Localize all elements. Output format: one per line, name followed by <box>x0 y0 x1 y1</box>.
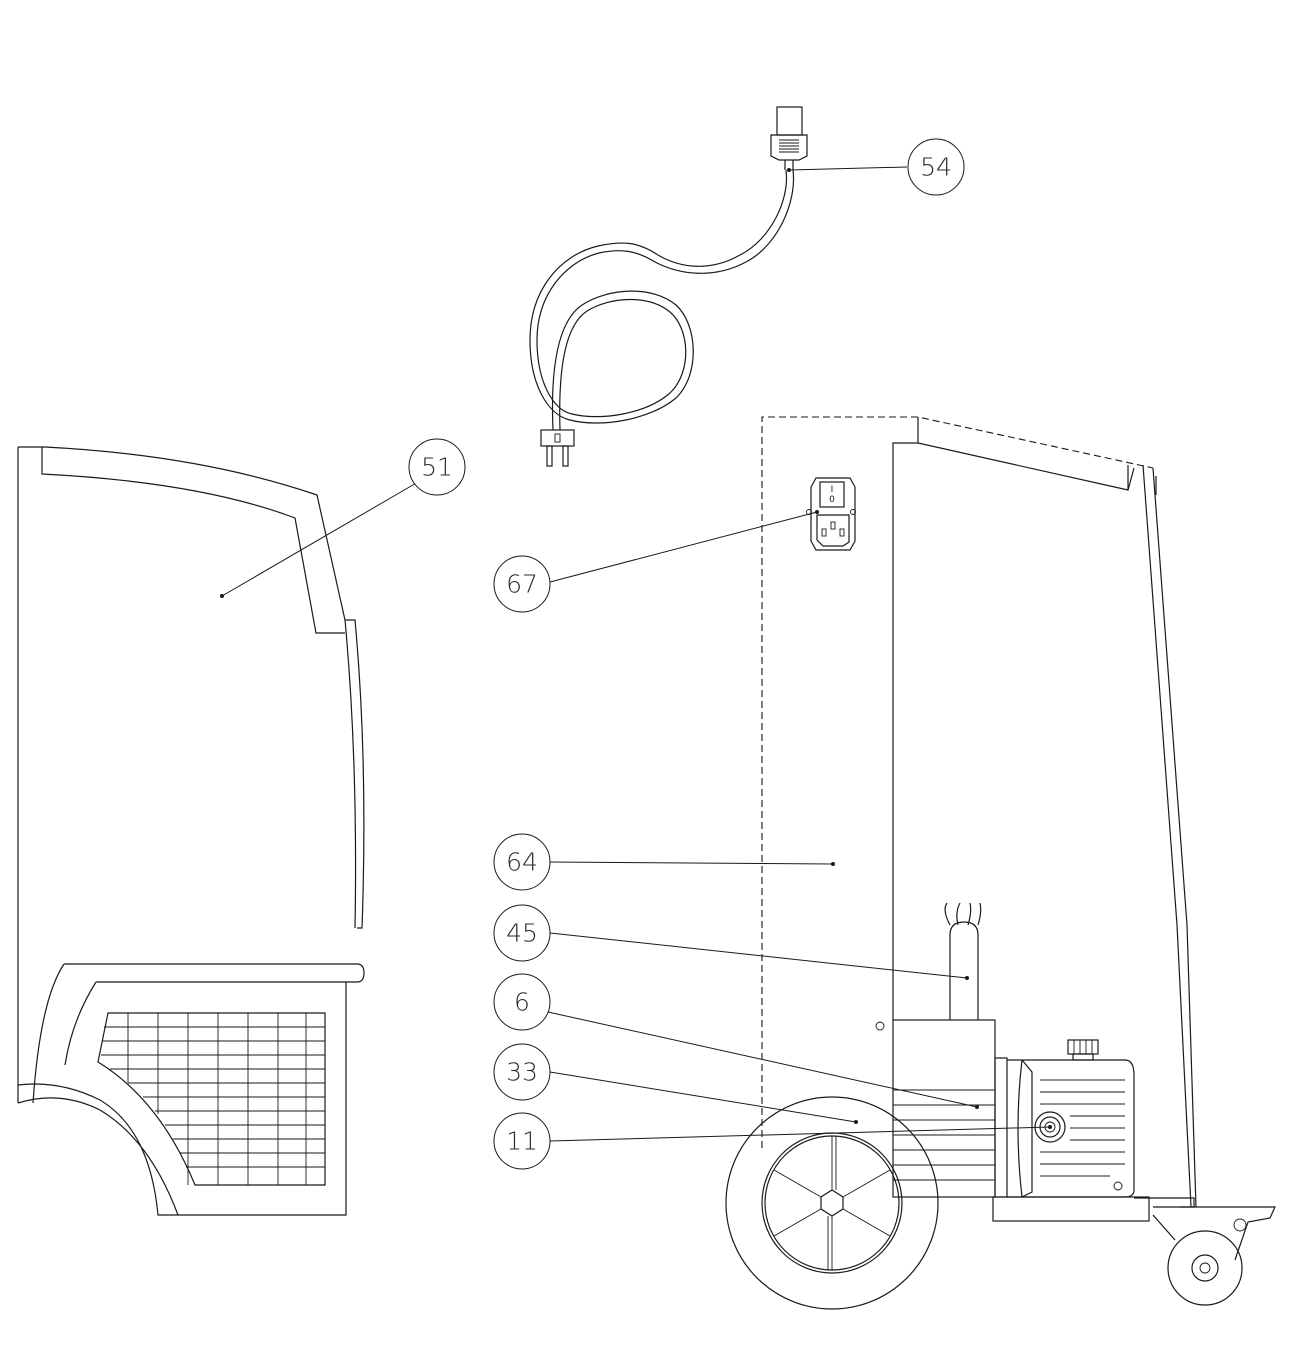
rear-wheel <box>725 1096 939 1310</box>
callout-54-label: 54 <box>920 153 952 182</box>
side-panel <box>17 446 365 1216</box>
callout-11: 11 <box>493 1112 551 1170</box>
main-unit: I 0 <box>725 416 1276 1310</box>
callout-6-label: 6 <box>514 988 530 1017</box>
caster-wheel <box>1152 1206 1276 1306</box>
motor <box>892 1019 1008 1198</box>
vacuum-pump <box>1007 1039 1135 1198</box>
callout-54: 54 <box>907 138 965 196</box>
callout-64: 64 <box>493 833 551 891</box>
callout-67-label: 67 <box>506 570 538 599</box>
switch-off-mark: 0 <box>829 495 835 505</box>
power-cord <box>529 106 808 467</box>
callout-11-label: 11 <box>506 1127 538 1156</box>
callout-33-label: 33 <box>506 1058 538 1087</box>
callout-6: 6 <box>493 973 551 1031</box>
callout-45: 45 <box>493 904 551 962</box>
callout-45-label: 45 <box>506 919 538 948</box>
base-plate <box>992 1196 1150 1222</box>
callout-64-label: 64 <box>506 848 538 877</box>
leader-lines <box>220 166 1052 1142</box>
callout-51-label: 51 <box>421 453 453 482</box>
hose <box>944 902 982 1020</box>
switch-on-mark: I <box>831 485 834 495</box>
callout-51: 51 <box>408 438 466 496</box>
callout-67: 67 <box>493 555 551 613</box>
callout-33: 33 <box>493 1043 551 1101</box>
panel-grille <box>101 1013 325 1185</box>
power-switch-module: I 0 <box>806 477 856 551</box>
